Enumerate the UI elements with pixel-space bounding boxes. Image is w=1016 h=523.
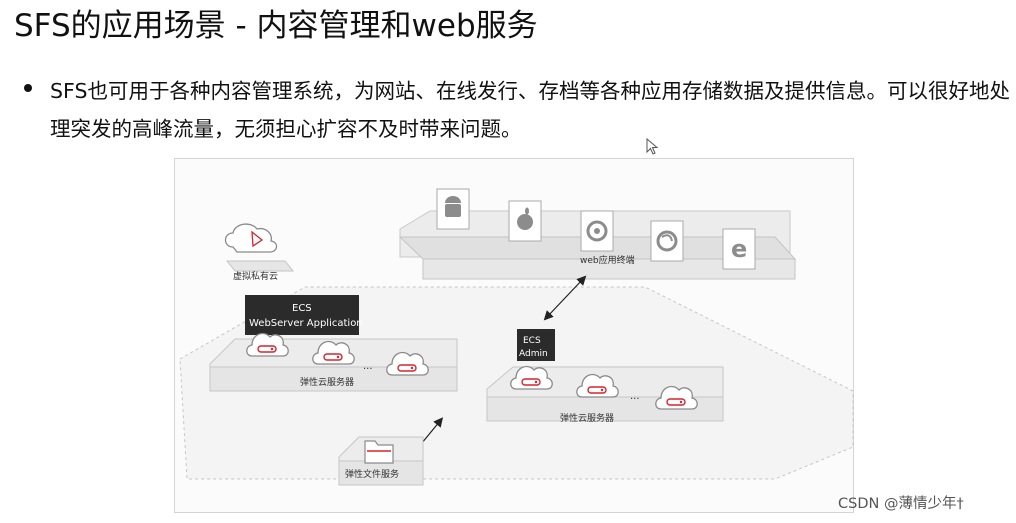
ellipsis-left: ··· — [363, 364, 373, 375]
ecs-group-right-label: 弹性云服务器 — [560, 412, 614, 424]
ie-icon: e — [722, 228, 756, 270]
watermark: CSDN @薄情少年† — [838, 496, 964, 512]
mouse-cursor-icon — [646, 138, 659, 155]
sfs-label: 弹性文件服务 — [345, 468, 399, 480]
ecs-admin-tag — [517, 329, 555, 361]
apple-icon — [508, 200, 542, 242]
android-icon — [436, 188, 470, 230]
ecs-group-left-label: 弹性云服务器 — [300, 376, 354, 388]
ecs-webserver-tag-line1: ECS — [292, 303, 312, 314]
ecs-webserver-tag-line2: WebServer Application — [249, 318, 363, 329]
folder-icon — [364, 440, 394, 464]
bullet-text: SFS也可用于各种内容管理系统，为网站、在线发行、存档等各种应用存储数据及提供信… — [50, 79, 1010, 141]
vpc-cloud-icon — [224, 223, 278, 253]
bullet-marker — [24, 84, 32, 92]
ecs-webserver-tag — [245, 295, 359, 335]
architecture-figure: web应用终端 e 虚拟私有云 — [174, 158, 854, 513]
ecs-admin-tag-line1: ECS — [523, 336, 541, 346]
web-terminal-label: web应用终端 — [580, 254, 635, 266]
firefox-icon — [650, 220, 684, 262]
ecs-admin-tag-line2: Admin — [519, 349, 548, 359]
ellipsis-right: ··· — [630, 394, 640, 405]
page-title: SFS的应用场景 - 内容管理和web服务 — [14, 8, 538, 44]
web-to-ecs-arrow — [543, 275, 587, 321]
svg-text:e: e — [731, 235, 747, 263]
vpc-triangle-icon — [251, 230, 264, 248]
chrome-icon — [580, 210, 614, 252]
vpc-label: 虚拟私有云 — [233, 270, 278, 282]
